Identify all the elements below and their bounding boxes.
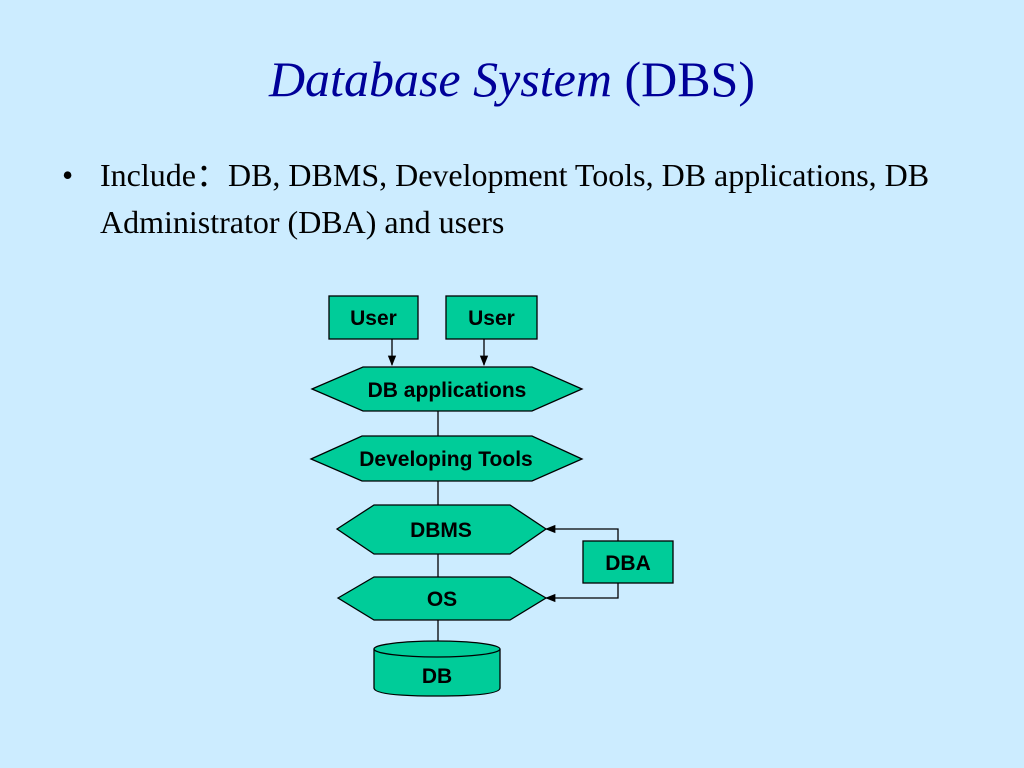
bullet-text: Include：DB, DBMS, Development Tools, DB … — [100, 157, 930, 240]
user-node-2-label: User — [468, 307, 515, 330]
dba-node — [582, 540, 674, 584]
developing-tools-node — [309, 435, 584, 482]
dbms-label: DBMS — [410, 519, 472, 542]
title-plain: (DBS) — [624, 51, 756, 107]
db-node-top — [373, 640, 501, 658]
dbms-node — [335, 504, 548, 555]
dba-label: DBA — [605, 552, 651, 575]
db-applications-node — [310, 366, 584, 412]
connector-dba-os — [544, 583, 619, 603]
db-applications-label: DB applications — [368, 379, 527, 402]
title-italic: Database System — [268, 51, 612, 107]
user-node-1-label: User — [350, 307, 397, 330]
os-label: OS — [427, 588, 457, 611]
slide-title: Database System (DBS) — [0, 50, 1024, 108]
user-node-2 — [445, 295, 538, 340]
connector-dba-dbms — [544, 524, 619, 541]
os-node — [336, 576, 548, 621]
developing-tools-label: Developing Tools — [359, 448, 532, 471]
db-node — [373, 649, 501, 697]
db-label: DB — [422, 665, 452, 688]
user-node-1 — [328, 295, 419, 340]
bullet-dot: • — [62, 157, 74, 193]
